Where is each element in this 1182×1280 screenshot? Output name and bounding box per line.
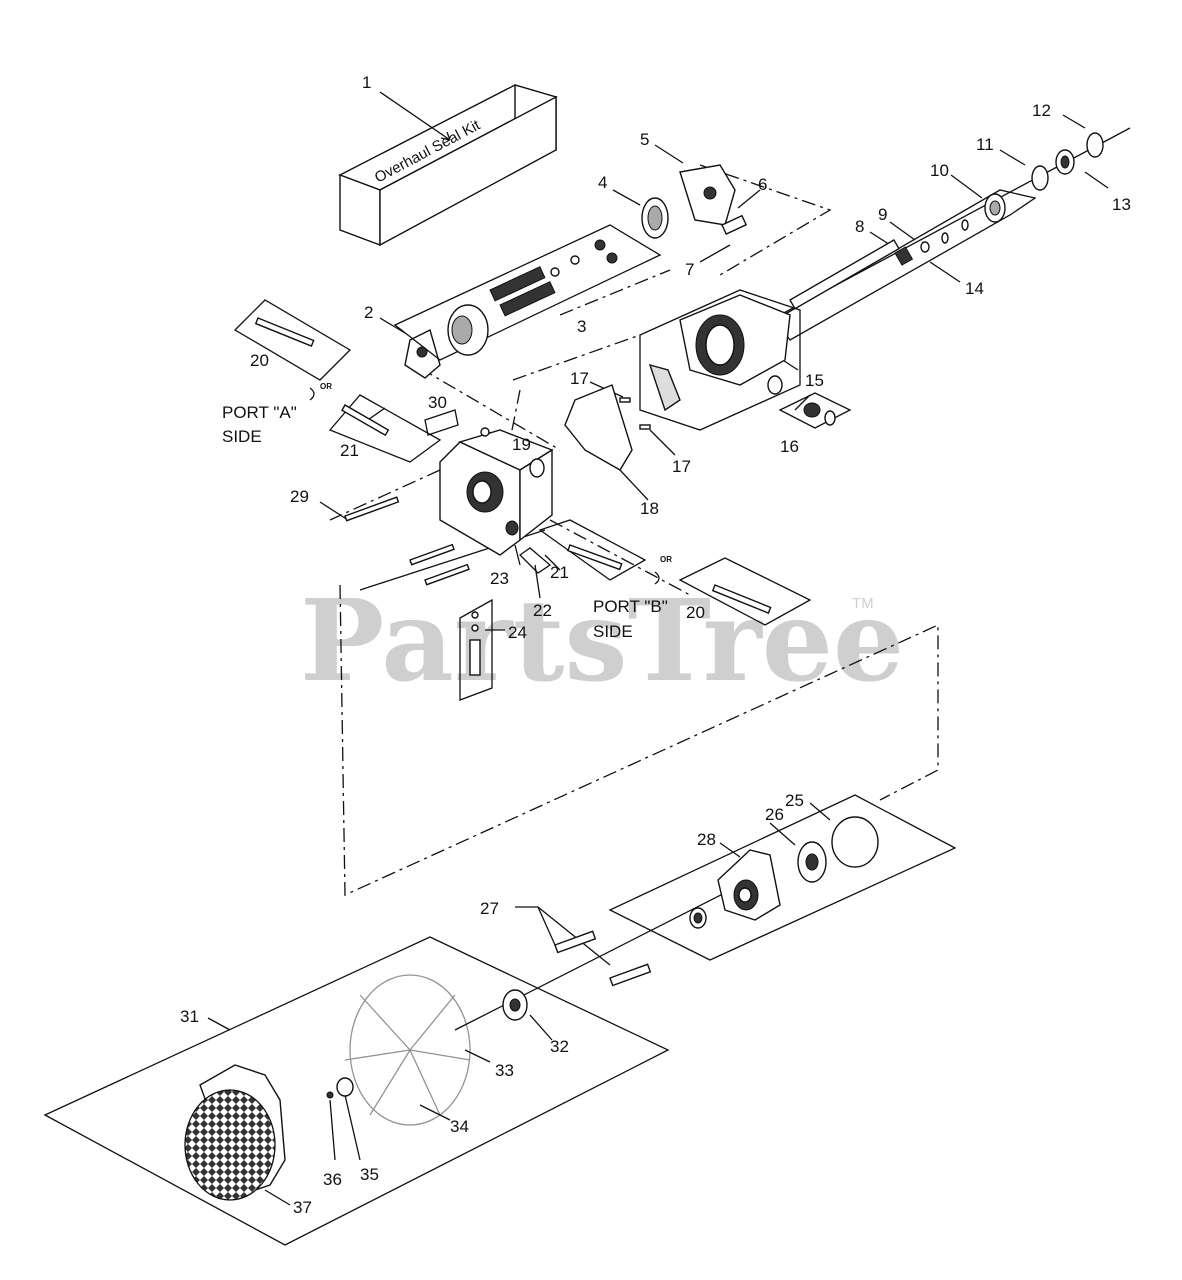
callout-28: 28 bbox=[697, 830, 716, 849]
callout-26: 26 bbox=[765, 805, 784, 824]
callout-29: 29 bbox=[290, 487, 309, 506]
port-b-or: OR bbox=[660, 555, 672, 564]
fan-shroud-assembly bbox=[43, 936, 670, 1246]
seal-kit-box: Overhaul Seal Kit bbox=[338, 84, 558, 247]
callout-17a: 17 bbox=[570, 369, 589, 388]
callout-13: 13 bbox=[1112, 195, 1131, 214]
center-section bbox=[439, 429, 554, 556]
callout-35: 35 bbox=[360, 1165, 379, 1184]
callout-20b: 20 bbox=[686, 603, 705, 622]
callout-17b: 17 bbox=[672, 457, 691, 476]
callout-19: 19 bbox=[512, 435, 531, 454]
trademark: TM bbox=[852, 595, 874, 612]
callout-1: 1 bbox=[362, 73, 371, 92]
callout-15: 15 bbox=[805, 371, 824, 390]
port-b-line2: SIDE bbox=[593, 622, 633, 641]
callout-33: 33 bbox=[495, 1061, 514, 1080]
fan-hub-assembly bbox=[554, 794, 957, 987]
callout-2: 2 bbox=[364, 303, 373, 322]
callout-27: 27 bbox=[480, 899, 499, 918]
callout-9: 9 bbox=[878, 205, 887, 224]
callout-25: 25 bbox=[785, 791, 804, 810]
callout-18: 18 bbox=[640, 499, 659, 518]
callout-20a: 20 bbox=[250, 351, 269, 370]
callout-36: 36 bbox=[323, 1170, 342, 1189]
callout-5: 5 bbox=[640, 130, 649, 149]
callout-11: 11 bbox=[976, 135, 994, 154]
gasket bbox=[564, 363, 681, 471]
callout-21b: 21 bbox=[550, 563, 569, 582]
callout-8: 8 bbox=[855, 217, 864, 236]
cylinder-block-kit bbox=[393, 224, 662, 361]
callout-21a: 21 bbox=[340, 441, 359, 460]
port-a-note: PORT "A" SIDE OR bbox=[222, 382, 332, 446]
port-b-line1: PORT "B" bbox=[593, 597, 668, 616]
callout-3: 3 bbox=[577, 317, 586, 336]
callout-12: 12 bbox=[1032, 101, 1051, 120]
callout-16: 16 bbox=[780, 437, 799, 456]
watermark: PartsTree bbox=[300, 576, 904, 707]
callout-30: 30 bbox=[428, 393, 447, 412]
thrust-bearing bbox=[641, 197, 669, 239]
callout-4: 4 bbox=[598, 173, 607, 192]
callout-7: 7 bbox=[685, 260, 694, 279]
input-shaft-assembly bbox=[774, 132, 1104, 341]
callouts: 1 2 3 4 5 6 7 8 9 10 11 12 13 14 15 16 1… bbox=[180, 73, 1131, 1217]
shaft-seal bbox=[778, 392, 852, 429]
leader-lines bbox=[207, 91, 1109, 1206]
swashplate bbox=[679, 164, 748, 235]
port-a-line2: SIDE bbox=[222, 427, 262, 446]
port-plate bbox=[404, 328, 441, 379]
callout-31: 31 bbox=[180, 1007, 199, 1026]
callout-23: 23 bbox=[490, 569, 509, 588]
callout-22: 22 bbox=[533, 601, 552, 620]
callout-10: 10 bbox=[930, 161, 949, 180]
housing bbox=[639, 289, 801, 431]
callout-32: 32 bbox=[550, 1037, 569, 1056]
port-a-or: OR bbox=[320, 382, 332, 391]
port-b-note: PORT "B" SIDE OR bbox=[593, 555, 672, 641]
callout-24: 24 bbox=[508, 623, 527, 642]
small-hardware bbox=[233, 299, 812, 701]
port-a-line1: PORT "A" bbox=[222, 403, 297, 422]
callout-14: 14 bbox=[965, 279, 984, 298]
callout-34: 34 bbox=[450, 1117, 469, 1136]
callout-37: 37 bbox=[293, 1198, 312, 1217]
callout-6: 6 bbox=[758, 175, 767, 194]
